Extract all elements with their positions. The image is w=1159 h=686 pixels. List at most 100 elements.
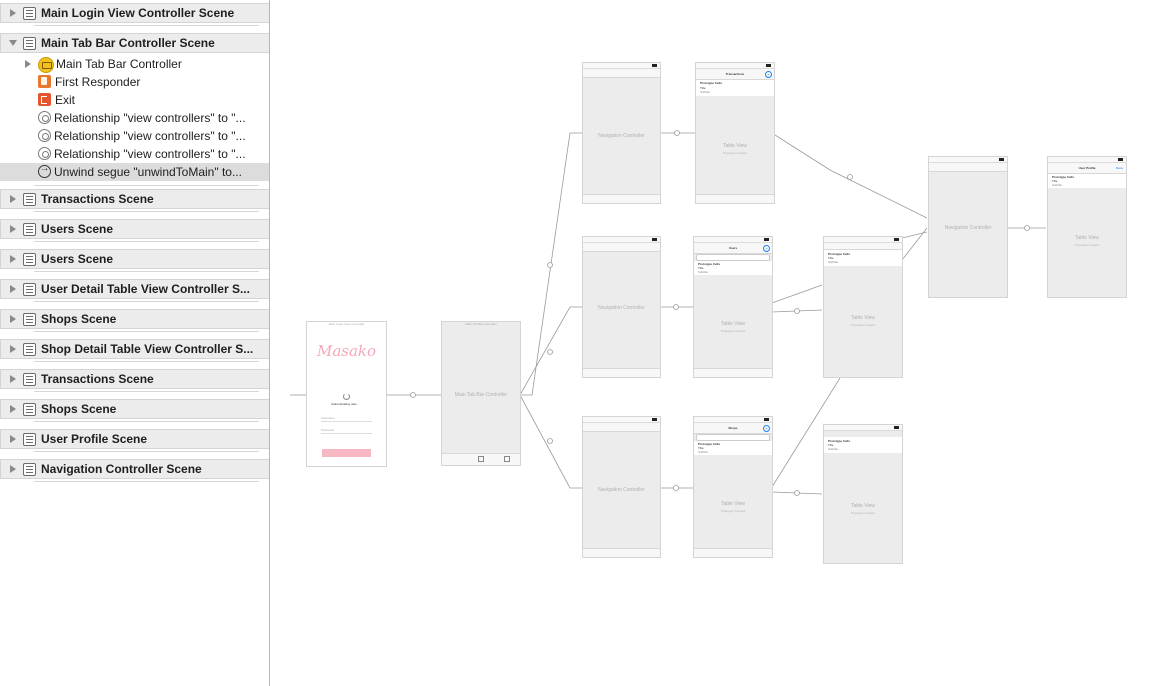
shop-detail-scene[interactable]: Prototype Cells Title Subtitle Table Vie…	[823, 424, 903, 564]
table-sub: Prototype Content	[850, 323, 876, 327]
row-separator	[34, 451, 259, 452]
nav-caption: Navigation Controller	[598, 133, 645, 139]
outline-item-label: Shops Scene	[41, 312, 117, 326]
shops-scene[interactable]: Shops + Prototype Cells Title Subtitle T…	[693, 416, 773, 558]
disclosure-collapsed-icon[interactable]	[10, 255, 16, 263]
tab-icon	[504, 456, 510, 462]
storyboard-canvas[interactable]: Main Login View Controller Masako Authen…	[270, 0, 1159, 686]
outline-item-row[interactable]: Relationship "view controllers" to "...	[0, 109, 269, 127]
cell-title: Title	[700, 86, 706, 90]
disclosure-collapsed-icon[interactable]	[10, 435, 16, 443]
bottom-bar	[694, 548, 772, 557]
add-icon[interactable]: +	[763, 425, 770, 432]
user-profile-scene[interactable]: User Profile Done Prototype Cells Title …	[1047, 156, 1127, 298]
row-separator	[34, 481, 259, 482]
prototype-cells: Prototype Cells Title Subtitle	[696, 80, 774, 96]
nav-title: Transactions	[725, 72, 745, 76]
outline-scene-row[interactable]: Navigation Controller Scene	[0, 459, 269, 479]
navigation-controller-scene[interactable]: Navigation Controller	[582, 62, 661, 204]
outline-item-row[interactable]: Relationship "view controllers" to "...	[0, 145, 269, 163]
disclosure-collapsed-icon[interactable]	[10, 465, 16, 473]
nav-bar: Transactions +	[696, 69, 774, 80]
disclosure-collapsed-icon[interactable]	[10, 285, 16, 293]
outline-item-row[interactable]: Unwind segue "unwindToMain" to...	[0, 163, 269, 181]
username-field[interactable]: Username	[321, 416, 335, 420]
login-button[interactable]	[322, 449, 371, 457]
disclosure-collapsed-icon[interactable]	[10, 315, 16, 323]
disclosure-collapsed-icon[interactable]	[10, 9, 16, 17]
outline-scene-row[interactable]: Users Scene	[0, 219, 269, 239]
users-scene[interactable]: Users + Prototype Cells Title Subtitle T…	[693, 236, 773, 378]
row-separator	[34, 241, 259, 242]
scene-icon	[23, 283, 36, 296]
transactions-scene[interactable]: Transactions + Prototype Cells Title Sub…	[695, 62, 775, 204]
login-scene[interactable]: Main Login View Controller Masako Authen…	[306, 321, 387, 467]
outline-item-row[interactable]: Exit	[0, 91, 269, 109]
nav-bar	[583, 243, 660, 252]
outline-scene-row[interactable]: User Detail Table View Controller S...	[0, 279, 269, 299]
table-caption: Table View	[850, 315, 876, 321]
status-bar	[696, 63, 774, 69]
status-bar	[824, 237, 902, 243]
nav-bar	[583, 423, 660, 432]
nav-caption: Navigation Controller	[598, 487, 645, 493]
row-separator	[34, 185, 259, 186]
outline-scene-row[interactable]: Main Login View Controller Scene	[0, 3, 269, 23]
nav-caption: Navigation Controller	[598, 305, 645, 311]
outline-item-row[interactable]: First Responder	[0, 73, 269, 91]
outline-item-row[interactable]: Relationship "view controllers" to "...	[0, 127, 269, 145]
tab-bar	[442, 453, 520, 465]
bottom-bar	[583, 548, 660, 557]
nav-bar: Users +	[694, 243, 772, 254]
status-bar	[583, 237, 660, 243]
add-icon[interactable]: +	[765, 71, 772, 78]
relationship-segue-icon	[38, 147, 51, 160]
nav-bar: Shops +	[694, 423, 772, 434]
disclosure-collapsed-icon[interactable]	[10, 405, 16, 413]
relationship-segue-icon	[38, 129, 51, 142]
outline-scene-row[interactable]: Main Tab Bar Controller Scene	[0, 33, 269, 53]
add-icon[interactable]: +	[763, 245, 770, 252]
password-field[interactable]: Password	[321, 428, 335, 432]
outline-scene-row[interactable]: Shops Scene	[0, 309, 269, 329]
prototype-cells: Prototype Cells Title Subtitle	[824, 250, 902, 266]
scene-icon	[23, 343, 36, 356]
outline-scene-row[interactable]: Shops Scene	[0, 399, 269, 419]
status-bar	[694, 237, 772, 243]
done-button[interactable]: Done	[1115, 166, 1123, 170]
row-separator	[34, 271, 259, 272]
cell-subtitle: Subtitle	[698, 270, 709, 274]
cell-header: Prototype Cells	[1052, 175, 1075, 179]
navigation-controller-scene[interactable]: Navigation Controller	[582, 236, 661, 378]
navigation-controller-scene[interactable]: Navigation Controller	[582, 416, 661, 558]
disclosure-collapsed-icon[interactable]	[10, 375, 16, 383]
disclosure-collapsed-icon[interactable]	[25, 60, 31, 68]
status-bar	[929, 157, 1007, 163]
outline-item-row[interactable]: Main Tab Bar Controller	[0, 55, 269, 73]
outline-scene-row[interactable]: Transactions Scene	[0, 369, 269, 389]
outline-scene-row[interactable]: Users Scene	[0, 249, 269, 269]
search-bar[interactable]	[696, 254, 770, 261]
disclosure-collapsed-icon[interactable]	[10, 195, 16, 203]
disclosure-collapsed-icon[interactable]	[10, 345, 16, 353]
outline-scene-row[interactable]: Shop Detail Table View Controller S...	[0, 339, 269, 359]
tab-bar-controller-scene[interactable]: Main Tab Bar Controller Main Tab Bar Con…	[441, 321, 521, 466]
disclosure-collapsed-icon[interactable]	[10, 225, 16, 233]
outline-item-label: Unwind segue "unwindToMain" to...	[54, 165, 242, 179]
search-bar[interactable]	[696, 434, 770, 441]
outline-scene-row[interactable]: User Profile Scene	[0, 429, 269, 449]
disclosure-expanded-icon[interactable]	[9, 40, 17, 46]
scene-header: Main Login View Controller	[328, 322, 365, 326]
navigation-controller-scene[interactable]: Navigation Controller	[928, 156, 1008, 298]
status-bar	[1048, 157, 1126, 163]
cell-title: Title	[698, 446, 704, 450]
outline-item-label: Main Tab Bar Controller	[56, 57, 182, 71]
outline-scene-row[interactable]: Transactions Scene	[0, 189, 269, 209]
user-detail-scene[interactable]: Prototype Cells Title Subtitle Table Vie…	[823, 236, 903, 378]
row-separator	[34, 331, 259, 332]
table-sub: Prototype Content	[722, 151, 748, 155]
table-caption: Table View	[722, 143, 748, 149]
tab-bar-controller-icon	[38, 57, 54, 73]
row-separator	[34, 361, 259, 362]
